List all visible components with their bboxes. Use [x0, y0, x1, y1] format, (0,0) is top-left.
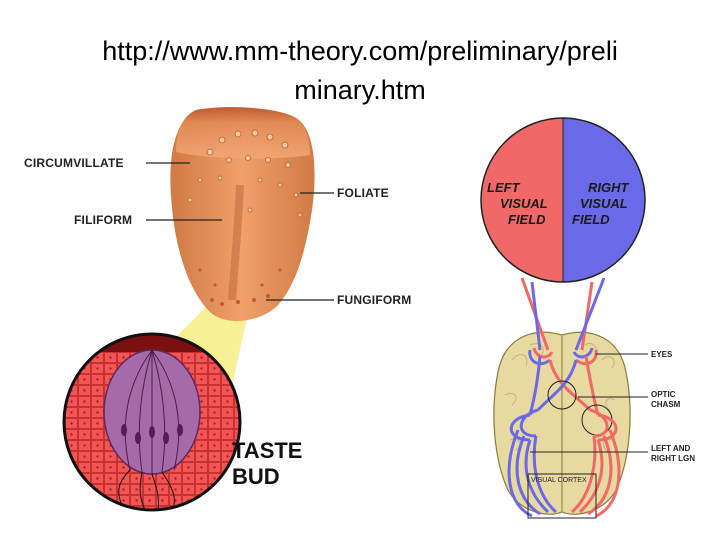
- left-visual-field-label-3: FIELD: [508, 212, 546, 227]
- visual-cortex-box: [527, 473, 597, 519]
- circumvillate-label: CIRCUMVILLATE: [24, 156, 124, 170]
- lgn-label-2: RIGHT LGN: [651, 454, 695, 463]
- right-visual-field-label-2: VISUAL: [580, 196, 628, 211]
- left-visual-field-label-1: LEFT: [487, 180, 520, 195]
- eyes-label: EYES: [651, 350, 673, 359]
- left-visual-field: [481, 118, 563, 282]
- lgn-label-1: LEFT AND: [651, 444, 691, 453]
- optic-chasm-label-1: OPTIC: [651, 390, 676, 399]
- right-visual-field-label-3: FIELD: [572, 212, 610, 227]
- optic-chasm-label-2: CHASM: [651, 400, 681, 409]
- page-title-line2: minary.htm: [294, 75, 426, 105]
- page-title-line1: http://www.mm-theory.com/preliminary/pre…: [102, 36, 618, 66]
- taste-bud-label-line2: BUD: [232, 464, 280, 489]
- left-visual-field-label-2: VISUAL: [500, 196, 548, 211]
- right-visual-field: [563, 118, 645, 282]
- filiform-label: FILIFORM: [74, 213, 133, 227]
- visual-cortex-label: VISUAL CORTEX: [531, 477, 587, 484]
- taste-bud-label-line1: TASTE: [232, 438, 303, 463]
- taste-bud-circle: [62, 332, 242, 512]
- right-visual-field-label-1: RIGHT: [588, 180, 629, 195]
- fungiform-label: FUNGIFORM: [337, 293, 412, 307]
- tongue: [170, 107, 315, 321]
- foliate-label: FOLIATE: [337, 186, 389, 200]
